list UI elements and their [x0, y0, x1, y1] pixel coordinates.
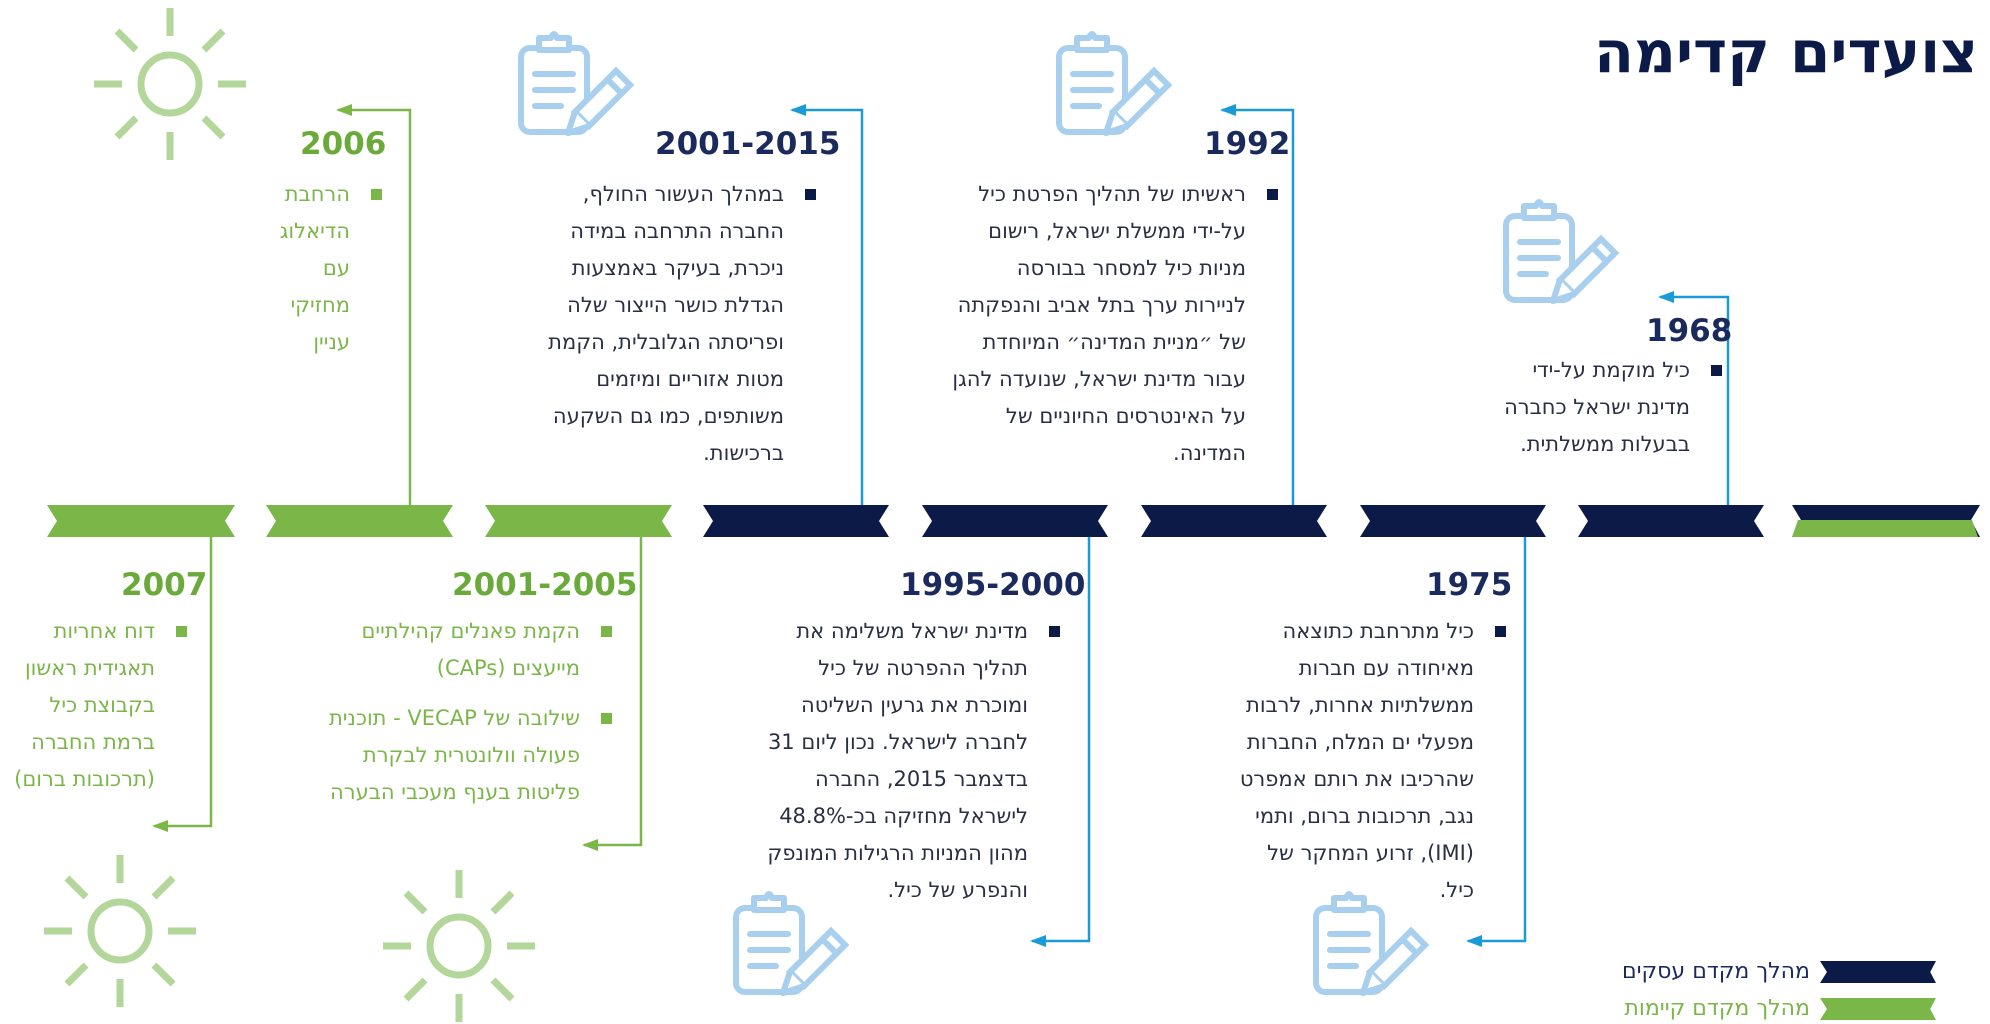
bullet-square	[371, 189, 382, 200]
bullet-square	[176, 626, 187, 637]
timeline-segment	[47, 505, 235, 537]
year-1975: 1975	[1426, 567, 1513, 603]
bullet-square	[601, 626, 612, 637]
event-1992-item: ראשיתו של תהליך הפרטת כיל על-ידי ממשלת י…	[952, 176, 1278, 472]
bullet-square	[1267, 189, 1278, 200]
clipboard-pencil-icon	[1506, 202, 1615, 308]
sun-icon	[94, 8, 246, 160]
legend-swatch-navy	[1820, 961, 1936, 983]
connector-2007	[152, 537, 213, 832]
timeline-segment	[1360, 505, 1546, 537]
timeline-segment	[1578, 505, 1764, 537]
event-2001-2005-item-2: שילובה של VECAP - תוכנית פעולה וולונטרית…	[322, 700, 612, 811]
year-2001-2005: 2001-2005	[452, 567, 638, 603]
year-2001-2015: 2001-2015	[655, 126, 841, 162]
bullet-square	[1049, 626, 1060, 637]
year-1995-2000: 1995-2000	[900, 567, 1086, 603]
timeline-band	[47, 505, 1980, 537]
year-2006: 2006	[300, 126, 387, 162]
legend-swatch-green	[1820, 998, 1936, 1020]
event-2006-item: הרחבת הדיאלוג עם מחזיקי עניין	[274, 176, 382, 361]
connector-2001-2015	[790, 104, 864, 505]
sun-icon	[44, 855, 196, 1007]
timeline-segment	[922, 505, 1108, 537]
clipboard-pencil-icon	[521, 34, 630, 140]
year-1968: 1968	[1646, 313, 1733, 349]
legend-sustainability: מהלך מקדם קיימות	[1624, 996, 1936, 1021]
clipboard-pencil-icon	[736, 894, 845, 1000]
bullet-square	[601, 713, 612, 724]
event-1968-item: כיל מוקמת על-ידי מדינת ישראל כחברה בבעלו…	[1482, 352, 1722, 463]
timeline-segment	[1141, 505, 1327, 537]
event-2001-2005-item-1: הקמת פאנלים קהילתיים מייעצים (CAPs)	[322, 613, 612, 687]
year-2007: 2007	[121, 567, 208, 603]
connector-1995-2000	[1030, 537, 1091, 947]
connector-1968	[1658, 291, 1730, 505]
bullet-square	[1711, 365, 1722, 376]
connector-1992	[1220, 104, 1295, 505]
clipboard-pencil-icon	[1316, 894, 1425, 1000]
connector-2006	[336, 104, 412, 505]
event-2007-item: דוח אחריות תאגידית ראשון בקבוצת כיל ברמת…	[7, 613, 187, 798]
bullet-square	[805, 189, 816, 200]
clipboard-pencil-icon	[1059, 34, 1168, 140]
connector-2001-2005	[582, 537, 643, 851]
timeline-segment	[266, 505, 453, 537]
page-title: צועדים קדימה	[1594, 18, 1978, 86]
event-2001-2015-item: במהלך העשור החולף, החברה התרחבה במידה ני…	[516, 176, 816, 472]
bullet-square	[1495, 626, 1506, 637]
timeline-segment-start-green	[1792, 520, 1978, 537]
year-1992: 1992	[1204, 126, 1291, 162]
connector-1975	[1466, 537, 1527, 947]
event-1975-item: כיל מתרחבת כתוצאה מאיחודה עם חברות ממשלת…	[1238, 613, 1506, 909]
legend-business: מהלך מקדם עסקים	[1622, 959, 1936, 984]
timeline-segment	[703, 505, 889, 537]
timeline-segment	[485, 505, 672, 537]
sun-icon	[383, 870, 535, 1022]
event-1995-2000-item: מדינת ישראל משלימה את תהליך ההפרטה של כי…	[764, 613, 1060, 909]
